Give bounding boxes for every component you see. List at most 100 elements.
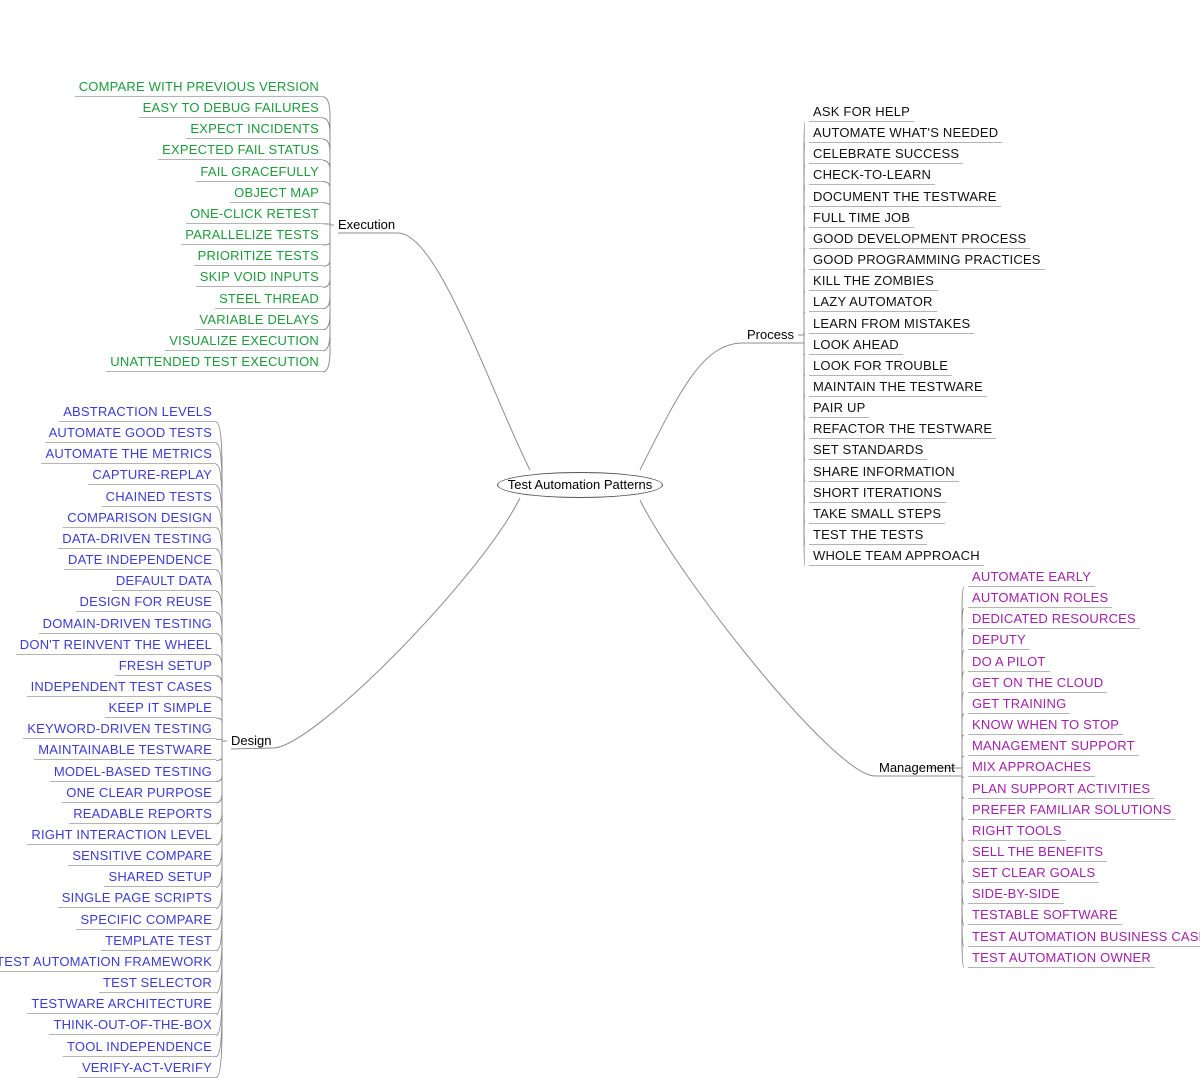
process-topic-item[interactable]: LOOK FOR TROUBLE xyxy=(809,358,953,376)
management-topic-item[interactable]: TEST AUTOMATION BUSINESS CASE xyxy=(968,929,1200,947)
process-topic-item[interactable]: GOOD DEVELOPMENT PROCESS xyxy=(809,231,1031,249)
execution-topic-item[interactable]: PARALLELIZE TESTS xyxy=(181,227,323,246)
management-topic-item[interactable]: SIDE-BY-SIDE xyxy=(968,886,1064,905)
design-topic-item[interactable]: SENSITIVE COMPARE xyxy=(68,848,216,867)
design-topic-item[interactable]: DEFAULT DATA xyxy=(111,573,216,592)
execution-category-label[interactable]: Execution xyxy=(338,217,396,232)
design-topic-item[interactable]: DOMAIN-DRIVEN TESTING xyxy=(38,616,216,634)
design-topic-item[interactable]: INDEPENDENT TEST CASES xyxy=(26,679,216,697)
management-topic-item[interactable]: GET TRAINING xyxy=(968,696,1071,714)
design-topic-item[interactable]: VERIFY-ACT-VERIFY xyxy=(77,1060,216,1078)
design-topic-item[interactable]: ABSTRACTION LEVELS xyxy=(59,404,216,422)
management-topic-item[interactable]: RIGHT TOOLS xyxy=(968,823,1066,841)
design-topic-item[interactable]: RIGHT INTERACTION LEVEL xyxy=(27,827,216,845)
design-category-label[interactable]: Design xyxy=(231,733,272,748)
process-topic-item[interactable]: TAKE SMALL STEPS xyxy=(809,506,946,524)
design-topic-item[interactable]: MODEL-BASED TESTING xyxy=(49,764,216,782)
management-topic-item[interactable]: DEDICATED RESOURCES xyxy=(968,611,1140,630)
design-topic-item[interactable]: TOOL INDEPENDENCE xyxy=(63,1039,216,1057)
design-topic-item[interactable]: READABLE REPORTS xyxy=(69,806,216,824)
design-topic-item[interactable]: DATE INDEPENDENCE xyxy=(63,552,216,571)
execution-topic-item[interactable]: PRIORITIZE TESTS xyxy=(193,248,323,267)
process-topic-item[interactable]: CELEBRATE SUCCESS xyxy=(809,146,964,165)
execution-topic-item[interactable]: ONE-CLICK RETEST xyxy=(186,206,323,224)
design-topic-item[interactable]: COMPARISON DESIGN xyxy=(63,510,216,528)
execution-topic-item[interactable]: EASY TO DEBUG FAILURES xyxy=(138,100,323,119)
design-topic-item[interactable]: SINGLE PAGE SCRIPTS xyxy=(57,890,216,909)
process-topic-item[interactable]: WHOLE TEAM APPROACH xyxy=(809,548,984,567)
management-leaf-connector xyxy=(961,734,965,768)
design-topic-item[interactable]: ONE CLEAR PURPOSE xyxy=(62,785,216,803)
process-topic-item[interactable]: MAINTAIN THE TESTWARE xyxy=(809,379,987,397)
management-topic-item[interactable]: GET ON THE CLOUD xyxy=(968,675,1108,693)
process-topic-item[interactable]: DOCUMENT THE TESTWARE xyxy=(809,189,1001,207)
design-topic-item[interactable]: KEYWORD-DRIVEN TESTING xyxy=(23,721,216,740)
design-topic-item[interactable]: TESTWARE ARCHITECTURE xyxy=(27,996,216,1015)
process-leaf-connector xyxy=(803,333,806,335)
design-topic-item[interactable]: SPECIFIC COMPARE xyxy=(76,912,216,930)
execution-topic-item[interactable]: EXPECTED FAIL STATUS xyxy=(158,142,323,161)
design-topic-item[interactable]: DON'T REINVENT THE WHEEL xyxy=(15,637,216,655)
process-topic-item[interactable]: PAIR UP xyxy=(809,400,870,419)
process-topic-item[interactable]: KILL THE ZOMBIES xyxy=(809,273,938,292)
design-topic-item[interactable]: MAINTAINABLE TESTWARE xyxy=(34,742,216,761)
management-topic-item[interactable]: AUTOMATE EARLY xyxy=(968,569,1096,587)
process-topic-item[interactable]: REFACTOR THE TESTWARE xyxy=(809,421,997,440)
execution-topic-item[interactable]: UNATTENDED TEST EXECUTION xyxy=(106,354,323,372)
design-topic-item[interactable]: TEST AUTOMATION FRAMEWORK xyxy=(0,954,216,972)
design-topic-item[interactable]: SHARED SETUP xyxy=(104,869,216,888)
design-leaf-connector xyxy=(215,741,223,804)
design-topic-item[interactable]: DATA-DRIVEN TESTING xyxy=(58,531,216,549)
design-topic-item[interactable]: AUTOMATE GOOD TESTS xyxy=(44,425,216,444)
execution-topic-item[interactable]: FAIL GRACEFULLY xyxy=(196,164,323,182)
design-topic-item[interactable]: FRESH SETUP xyxy=(114,658,216,676)
process-leaf-connector xyxy=(803,206,806,335)
management-topic-item[interactable]: MIX APPROACHES xyxy=(968,759,1096,778)
execution-topic-item[interactable]: OBJECT MAP xyxy=(230,185,323,203)
process-leaf-connector xyxy=(803,335,806,567)
design-topic-item[interactable]: CHAINED TESTS xyxy=(101,489,216,507)
process-topic-item[interactable]: LEARN FROM MISTAKES xyxy=(809,316,975,334)
management-topic-item[interactable]: MANAGEMENT SUPPORT xyxy=(968,738,1139,757)
management-topic-item[interactable]: TESTABLE SOFTWARE xyxy=(968,907,1122,926)
management-topic-item[interactable]: SET CLEAR GOALS xyxy=(968,865,1100,884)
design-topic-item[interactable]: AUTOMATE THE METRICS xyxy=(41,446,216,465)
execution-topic-item[interactable]: EXPECT INCIDENTS xyxy=(186,121,323,140)
design-topic-item[interactable]: TEST SELECTOR xyxy=(98,975,216,994)
execution-topic-item[interactable]: VISUALIZE EXECUTION xyxy=(165,333,323,351)
design-topic-item[interactable]: DESIGN FOR REUSE xyxy=(75,594,216,613)
process-category-label[interactable]: Process xyxy=(747,327,794,342)
management-category-label[interactable]: Management xyxy=(879,760,955,775)
design-topic-item[interactable]: KEEP IT SIMPLE xyxy=(104,700,216,719)
management-topic-item[interactable]: AUTOMATION ROLES xyxy=(968,590,1113,609)
process-topic-item[interactable]: SET STANDARDS xyxy=(809,442,928,461)
management-topic-item[interactable]: PLAN SUPPORT ACTIVITIES xyxy=(968,781,1155,799)
management-root-connector xyxy=(639,499,876,777)
management-topic-item[interactable]: DO A PILOT xyxy=(968,654,1050,672)
management-leaf-connector xyxy=(961,586,965,768)
management-topic-item[interactable]: TEST AUTOMATION OWNER xyxy=(968,950,1155,968)
execution-leaf-connector xyxy=(322,225,331,288)
design-topic-item[interactable]: CAPTURE-REPLAY xyxy=(88,467,216,486)
management-topic-item[interactable]: KNOW WHEN TO STOP xyxy=(968,717,1124,736)
process-topic-item[interactable]: SHORT ITERATIONS xyxy=(809,485,946,503)
execution-topic-item[interactable]: VARIABLE DELAYS xyxy=(195,312,323,330)
process-topic-item[interactable]: FULL TIME JOB xyxy=(809,210,915,228)
process-topic-item[interactable]: CHECK-TO-LEARN xyxy=(809,167,936,186)
process-topic-item[interactable]: AUTOMATE WHAT'S NEEDED xyxy=(809,125,1003,144)
design-topic-item[interactable]: THINK-OUT-OF-THE-BOX xyxy=(49,1017,216,1036)
design-topic-item[interactable]: TEMPLATE TEST xyxy=(101,933,216,951)
management-topic-item[interactable]: DEPUTY xyxy=(968,632,1030,651)
process-topic-item[interactable]: ASK FOR HELP xyxy=(809,104,915,122)
execution-topic-item[interactable]: COMPARE WITH PREVIOUS VERSION xyxy=(74,79,323,97)
process-topic-item[interactable]: LOOK AHEAD xyxy=(809,337,903,355)
process-topic-item[interactable]: LAZY AUTOMATOR xyxy=(809,294,937,313)
management-topic-item[interactable]: PREFER FAMILIAR SOLUTIONS xyxy=(968,802,1176,820)
process-topic-item[interactable]: SHARE INFORMATION xyxy=(809,464,959,482)
central-topic[interactable]: Test Automation Patterns xyxy=(497,472,663,498)
process-topic-item[interactable]: TEST THE TESTS xyxy=(809,527,928,545)
process-topic-item[interactable]: GOOD PROGRAMMING PRACTICES xyxy=(809,252,1045,271)
management-topic-item[interactable]: SELL THE BENEFITS xyxy=(968,844,1108,862)
execution-topic-item[interactable]: STEEL THREAD xyxy=(215,291,323,309)
execution-topic-item[interactable]: SKIP VOID INPUTS xyxy=(195,269,323,288)
